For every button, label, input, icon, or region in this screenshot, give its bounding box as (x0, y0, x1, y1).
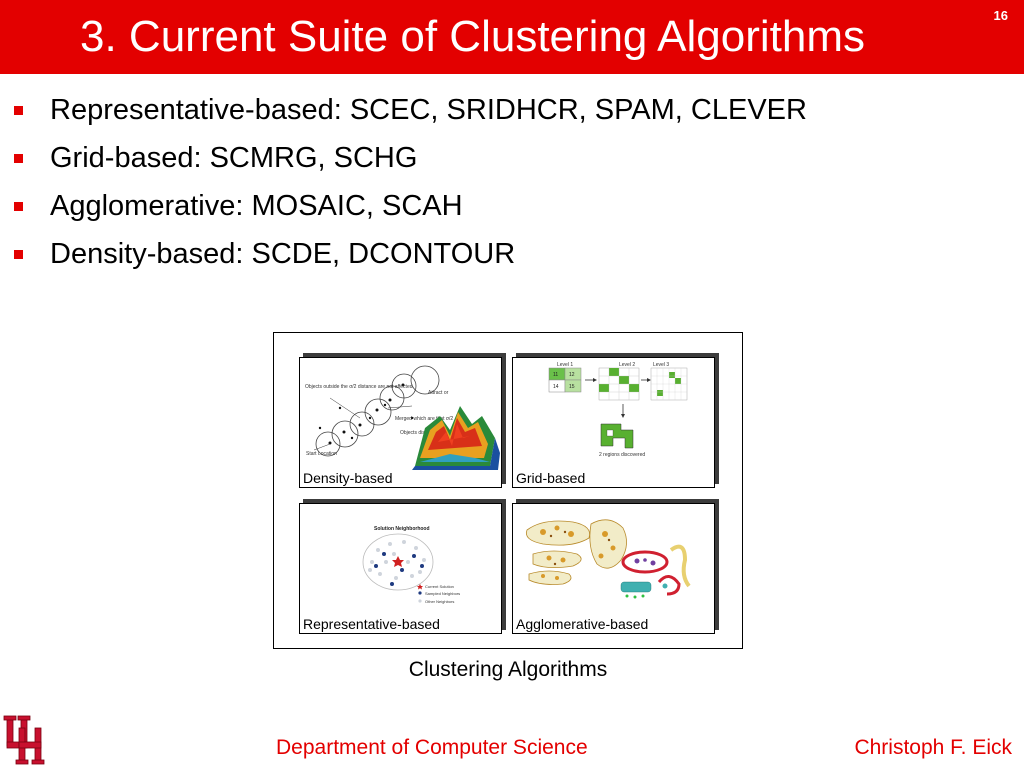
density-annotation: Merged which are that σ/2 (395, 416, 453, 422)
bullet-text: Representative-based: SCEC, SRIDHCR, SPA… (50, 93, 807, 126)
grid-cell-label: 11 (553, 372, 558, 378)
representative-illustration: Solution Neighborhood Current Solution S… (362, 526, 460, 604)
bullet-item: Grid-based: SCMRG, SCHG (14, 134, 1004, 182)
agglomerative-based-panel: Agglomerative-based (512, 503, 715, 634)
figure-caption: Clustering Algorithms (408, 658, 608, 681)
square-bullet-icon (14, 201, 23, 211)
grid-cell-label: 12 (569, 372, 575, 378)
panel-label: Density-based (303, 470, 393, 486)
density-illustration: Objects outside the σ/2 distance are not… (305, 365, 500, 470)
slide-number: 16 (993, 8, 1008, 23)
square-bullet-icon (14, 153, 23, 163)
density-surface (412, 406, 500, 470)
grid-cell-label: 15 (569, 384, 575, 390)
panel-label: Grid-based (516, 470, 586, 486)
agglomerative-illustration (525, 519, 691, 599)
bullet-item: Density-based: SCDE, DCONTOUR (14, 230, 1004, 278)
density-annotation: Objects distance to a (400, 430, 447, 436)
grid-cell-label: 14 (553, 384, 559, 390)
bullet-text: Grid-based: SCMRG, SCHG (50, 141, 418, 174)
bullet-text: Agglomerative: MOSAIC, SCAH (50, 189, 463, 222)
density-based-panel: Objects outside the σ/2 distance are not… (299, 357, 502, 488)
representative-heading: Solution Neighborhood (374, 526, 430, 532)
bullet-item: Agglomerative: MOSAIC, SCAH (14, 182, 1004, 230)
uh-interlocking-logo (3, 715, 45, 765)
density-annotation: Objects outside the σ/2 distance are not… (305, 384, 413, 390)
clustering-figure: Objects outside the σ/2 distance are not… (273, 332, 743, 649)
title-bar: 3. Current Suite of Clustering Algorithm… (0, 0, 1024, 74)
grid-illustration: Level 1 Level 2 Level 3 11 12 14 15 (548, 362, 688, 458)
density-annotation: Attract or (428, 390, 449, 396)
square-bullet-icon (14, 105, 23, 115)
panel-label: Agglomerative-based (516, 616, 649, 632)
density-annotation: Start Location (306, 451, 337, 457)
slide-title: 3. Current Suite of Clustering Algorithm… (80, 12, 866, 61)
grid-note: 2 regions discovered (599, 452, 645, 458)
representative-legend-label: Current Solution (425, 584, 454, 589)
bullet-list: Representative-based: SCEC, SRIDHCR, SPA… (14, 86, 1004, 278)
panel-label: Representative-based (303, 616, 440, 632)
bullet-text: Density-based: SCDE, DCONTOUR (50, 237, 516, 270)
footer-author: Christoph F. Eick (854, 736, 1012, 759)
square-bullet-icon (14, 249, 23, 259)
bullet-item: Representative-based: SCEC, SRIDHCR, SPA… (14, 86, 1004, 134)
grid-level-label: Level 3 (653, 362, 669, 368)
representative-based-panel: Solution Neighborhood Current Solution S… (299, 503, 502, 634)
representative-legend-label: Other Neighbors (425, 599, 454, 604)
grid-level-label: Level 1 (557, 362, 573, 368)
representative-legend-label: Sampled Neighbors (425, 591, 460, 596)
footer-department: Department of Computer Science (276, 736, 588, 759)
grid-based-panel: Level 1 Level 2 Level 3 11 12 14 15 (512, 357, 715, 488)
grid-level-label: Level 2 (619, 362, 635, 368)
